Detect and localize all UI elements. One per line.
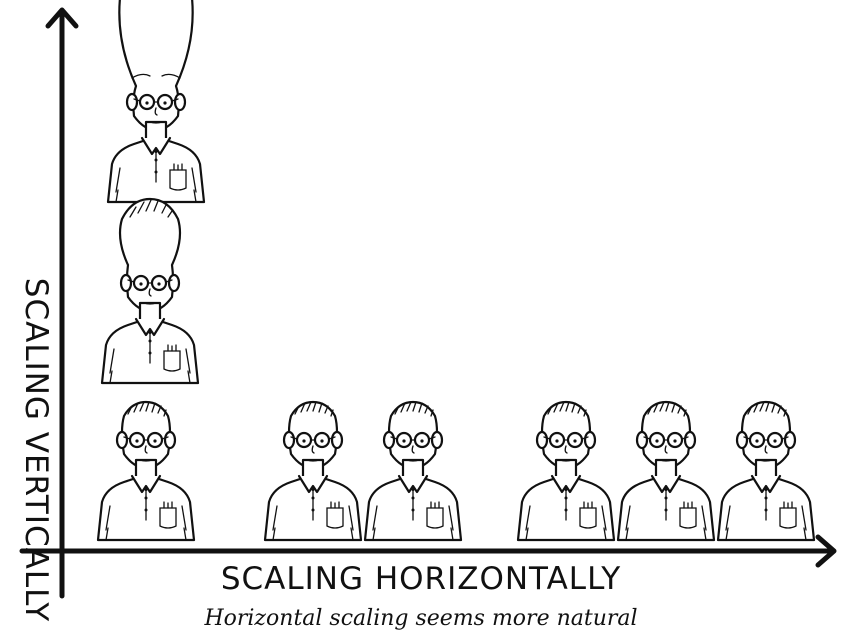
- caption: Horizontal scaling seems more natural: [204, 606, 638, 631]
- figure-origin: [98, 402, 194, 540]
- figure-tall-head: [108, 0, 204, 202]
- figure-group2-b: [365, 402, 461, 540]
- figure-group3-b: [618, 402, 714, 540]
- x-axis-label: SCALING HORIZONTALLY: [220, 561, 622, 597]
- figure-group3-c: [718, 402, 814, 540]
- y-axis-arrowhead: [45, 7, 79, 29]
- figure-medium-head: [102, 199, 198, 383]
- figure-group2-a: [265, 402, 361, 540]
- figure-group3-a: [518, 402, 614, 540]
- x-axis-arrowhead: [815, 534, 837, 568]
